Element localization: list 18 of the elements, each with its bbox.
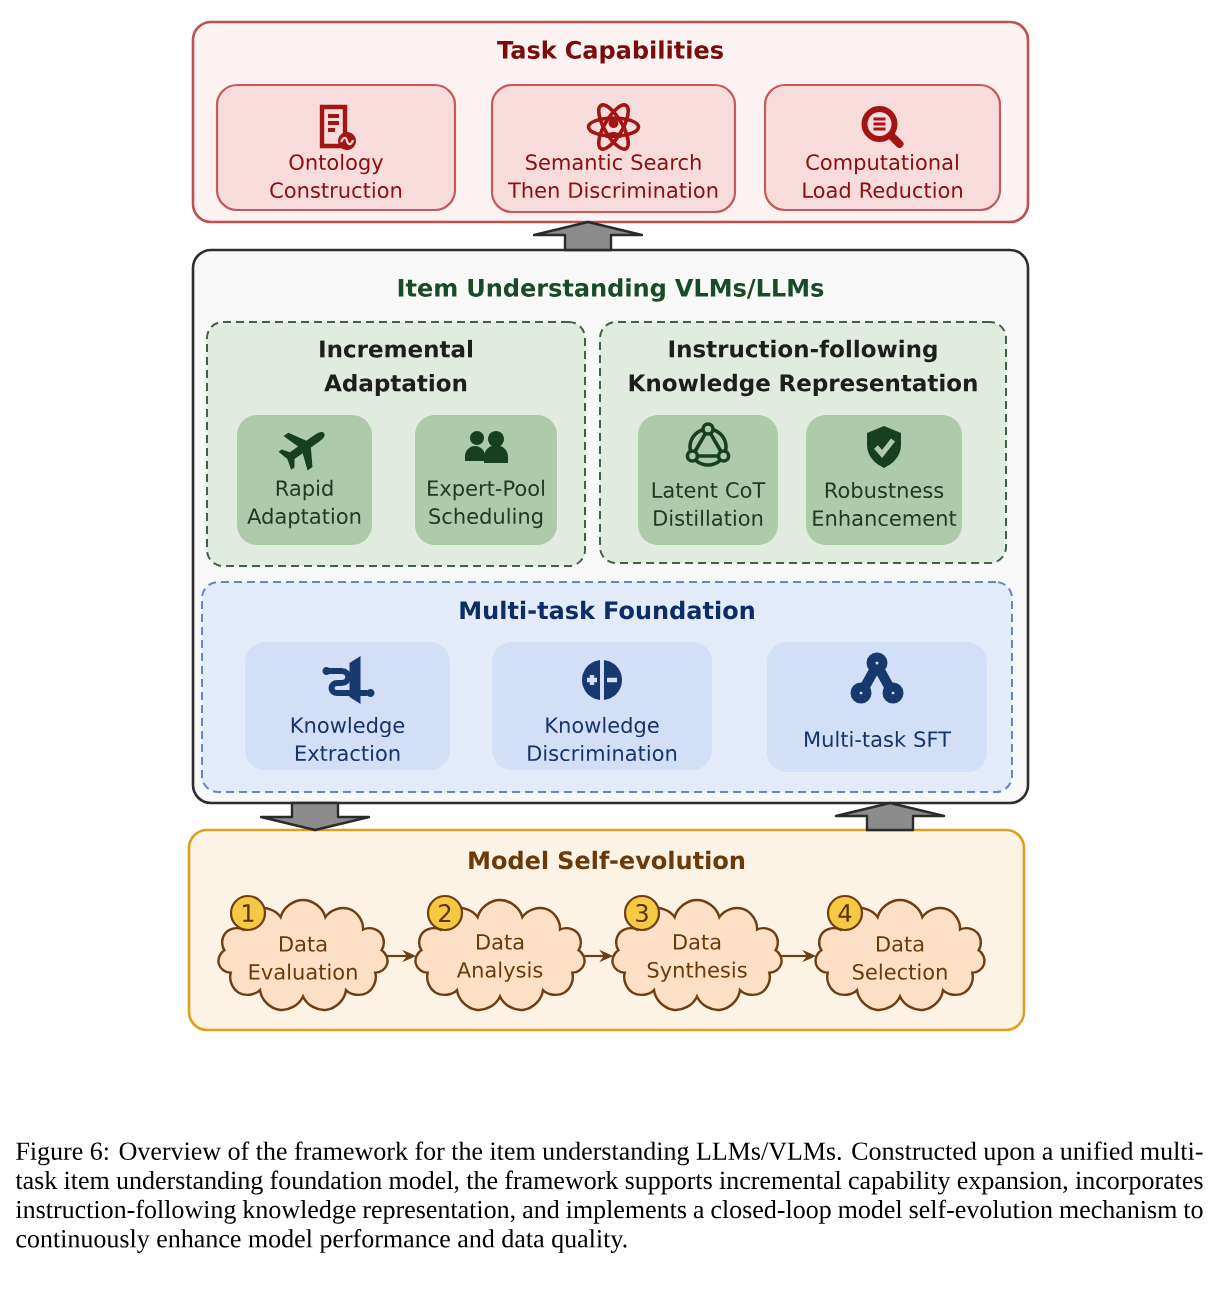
step-badge: 1 xyxy=(229,894,267,932)
block-arrow xyxy=(259,801,371,832)
block-arrow xyxy=(532,220,644,252)
module-card: Latent CoT Distillation xyxy=(638,415,778,545)
module-card: Rapid Adaptation xyxy=(237,415,372,545)
module-card: Expert-Pool Scheduling xyxy=(415,415,557,545)
module-card: Knowledge Extraction xyxy=(245,642,450,770)
step-badge: 4 xyxy=(826,894,864,932)
module-card: Multi-task SFT xyxy=(767,642,987,772)
module-card: Knowledge Discrimination xyxy=(492,642,712,770)
step-badge: 3 xyxy=(623,894,661,932)
capability-card: Ontology Construction xyxy=(215,83,457,212)
block-arrow xyxy=(834,801,946,832)
capability-card: Computational Load Reduction xyxy=(763,83,1002,212)
module-card: Robustness Enhancement xyxy=(806,415,962,545)
figure-caption: Figure 6: Overview of the framework for the item understanding LLMs/VLMs. Constructed upon a unified multi-task item understanding foundation model, the framework supports incremental capability expansion, incorporates instruction-following knowledge representation, and implements a closed-loop model self-evolution mechanism to continuously enhance model performance and data quality. xyxy=(15,1141,1203,1253)
capability-card: Semantic Search Then Discrimination xyxy=(490,83,737,214)
step-badge: 2 xyxy=(426,894,464,932)
